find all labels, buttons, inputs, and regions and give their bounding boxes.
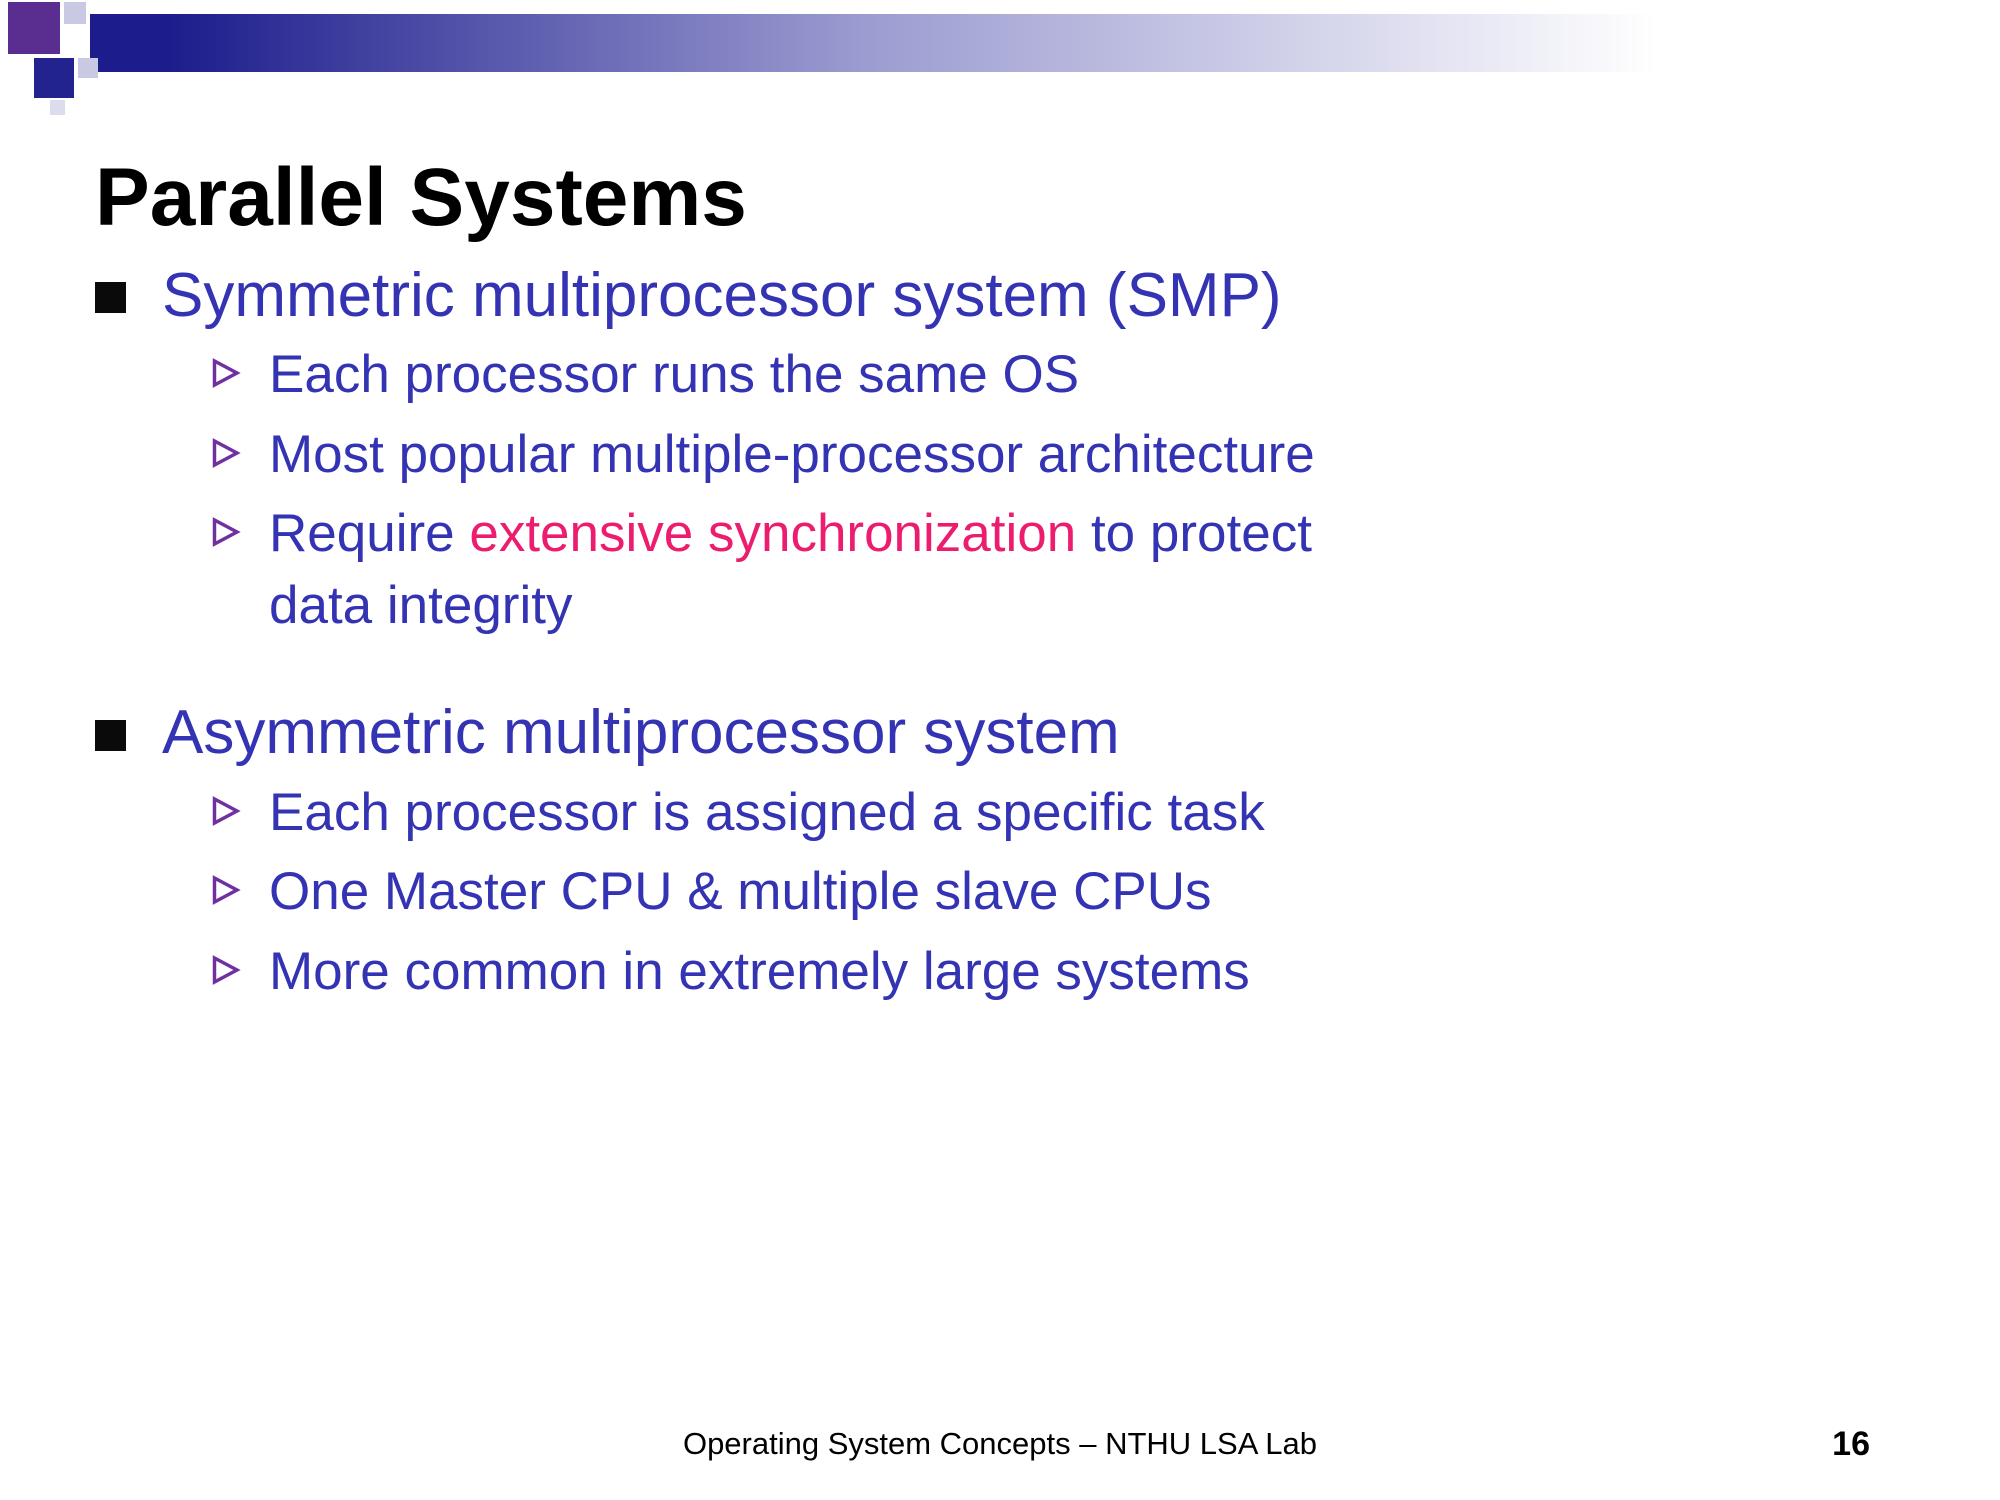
decorative-square-light [64, 2, 86, 24]
sub-bullet-item: Each processor runs the same OS [207, 339, 1950, 411]
sub-bullet-text: Most popular multiple-processor architec… [269, 424, 1315, 484]
arrow-bullet-icon [207, 793, 243, 829]
footer-text: Operating System Concepts – NTHU LSA Lab [682, 1426, 1318, 1461]
sub-bullet-item: Most popular multiple-processor architec… [207, 419, 1950, 491]
highlighted-text: extensive synchronization [469, 504, 1077, 564]
sub-bullet-text-part: to protect data integrity [269, 504, 1312, 635]
sub-bullet-text: One Master CPU & multiple slave CPUs [269, 862, 1212, 922]
bullet-text: Symmetric multiprocessor system (SMP) [162, 261, 1282, 330]
sub-bullet-text: Require extensive synchronization to pro… [269, 498, 1429, 641]
sub-bullet-text: Each processor is assigned a specific ta… [269, 782, 1265, 842]
sub-bullet-item: More common in extremely large systems [207, 936, 1950, 1008]
decorative-square-navy [34, 58, 74, 98]
arrow-bullet-icon [207, 355, 243, 391]
square-bullet-icon [95, 282, 126, 314]
sub-bullet-item: Require extensive synchronization to pro… [207, 498, 1950, 641]
sub-bullet-text: More common in extremely large systems [269, 941, 1250, 1001]
square-bullet-icon [95, 719, 126, 751]
arrow-bullet-icon [207, 435, 243, 471]
arrow-bullet-icon [207, 952, 243, 988]
header-gradient-bar [90, 14, 2000, 72]
decorative-square-light [78, 58, 98, 78]
slide-title: Parallel Systems [95, 151, 747, 243]
sub-bullet-text: Each processor runs the same OS [269, 345, 1080, 405]
sub-bullet-item: Each processor is assigned a specific ta… [207, 777, 1950, 849]
sub-bullet-item: One Master CPU & multiple slave CPUs [207, 856, 1950, 928]
decorative-square-purple [8, 2, 60, 54]
page-number: 16 [1832, 1425, 1870, 1463]
slide-body: Symmetric multiprocessor system (SMP) Ea… [95, 240, 1950, 1015]
bullet-item-asymmetric: Asymmetric multiprocessor system [95, 697, 1950, 768]
arrow-bullet-icon [207, 872, 243, 908]
decorative-square-light [50, 100, 65, 115]
bullet-item-smp: Symmetric multiprocessor system (SMP) [95, 260, 1950, 331]
arrow-bullet-icon [207, 514, 243, 550]
sub-bullet-text-part: Require [269, 504, 470, 564]
bullet-text: Asymmetric multiprocessor system [162, 698, 1120, 768]
